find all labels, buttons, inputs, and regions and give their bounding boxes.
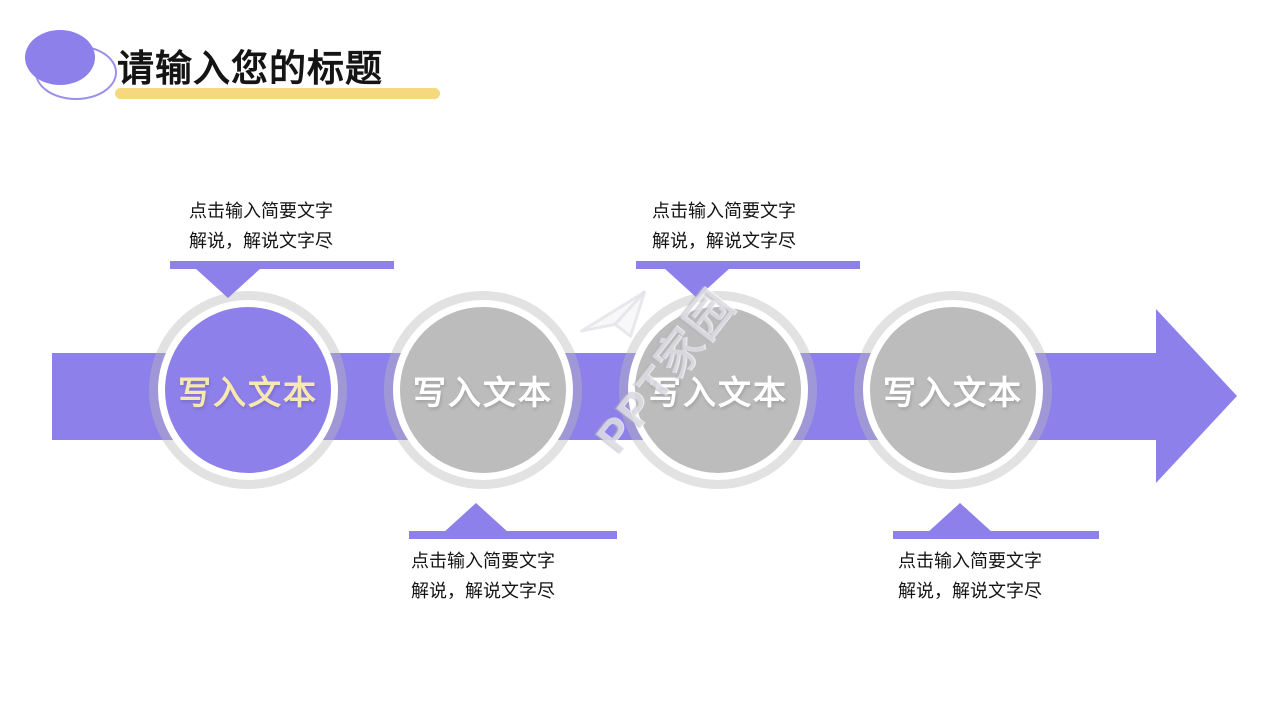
step-node-3[interactable]: 写入文本 xyxy=(628,300,808,480)
callout-bar-4 xyxy=(893,531,1099,539)
callout-line: 点击输入简要文字 xyxy=(411,551,555,571)
step-node-1[interactable]: 写入文本 xyxy=(158,300,338,480)
callout-line: 解说，解说文字尽 xyxy=(189,231,333,251)
page-title[interactable]: 请输入您的标题 xyxy=(117,48,383,89)
header-ellipse-fill-decoration xyxy=(25,30,95,85)
title-underline-bar xyxy=(115,88,440,99)
step-label[interactable]: 写入文本 xyxy=(413,374,553,411)
callout-pointer-down-3 xyxy=(664,268,730,298)
callout-pointer-up-4 xyxy=(927,503,993,533)
callout-line: 点击输入简要文字 xyxy=(898,551,1042,571)
callout-line: 解说，解说文字尽 xyxy=(898,581,1042,601)
step-node-4[interactable]: 写入文本 xyxy=(863,300,1043,480)
step-label[interactable]: 写入文本 xyxy=(883,374,1023,411)
callout-text-1[interactable]: 点击输入简要文字 解说，解说文字尽 xyxy=(131,196,391,256)
callout-line: 解说，解说文字尽 xyxy=(652,231,796,251)
callout-line: 解说，解说文字尽 xyxy=(411,581,555,601)
process-arrow-head xyxy=(1156,309,1237,483)
callout-text-2[interactable]: 点击输入简要文字 解说，解说文字尽 xyxy=(353,546,613,606)
callout-line: 点击输入简要文字 xyxy=(189,201,333,221)
step-label[interactable]: 写入文本 xyxy=(178,374,318,411)
callout-pointer-up-2 xyxy=(443,503,509,533)
callout-line: 点击输入简要文字 xyxy=(652,201,796,221)
callout-pointer-down-1 xyxy=(195,268,261,298)
callout-bar-3 xyxy=(636,261,860,269)
callout-bar-2 xyxy=(409,531,617,539)
callout-bar-1 xyxy=(170,261,394,269)
callout-text-4[interactable]: 点击输入简要文字 解说，解说文字尽 xyxy=(840,546,1100,606)
step-label[interactable]: 写入文本 xyxy=(648,374,788,411)
callout-text-3[interactable]: 点击输入简要文字 解说，解说文字尽 xyxy=(594,196,854,256)
step-node-2[interactable]: 写入文本 xyxy=(393,300,573,480)
